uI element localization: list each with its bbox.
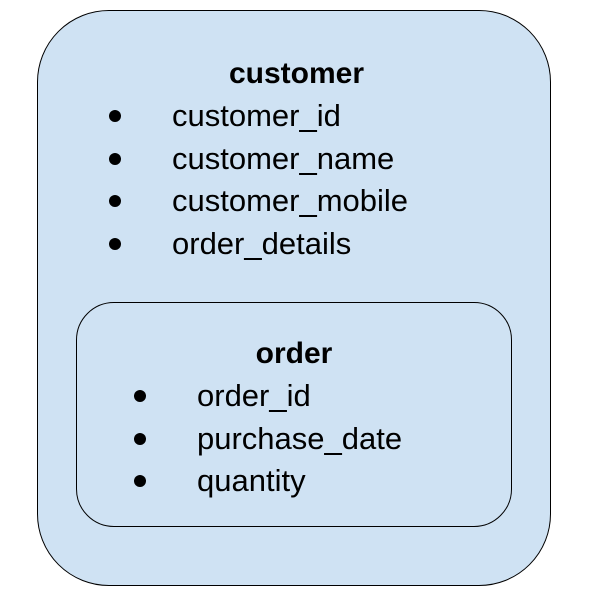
bullet-icon bbox=[109, 110, 121, 122]
customer-field-label: customer_id bbox=[172, 98, 341, 133]
customer-field-item: customer_mobile bbox=[109, 180, 529, 223]
bullet-icon bbox=[109, 195, 121, 207]
customer-field-item: order_details bbox=[109, 223, 529, 266]
order-entity-title: order bbox=[255, 337, 333, 370]
bullet-icon bbox=[134, 432, 146, 445]
order-field-list: order_id purchase_date quantity bbox=[134, 375, 494, 503]
order-entity-box bbox=[76, 302, 512, 527]
bullet-icon bbox=[109, 237, 121, 250]
customer-field-label: order_details bbox=[172, 225, 352, 261]
order-field-label: purchase_date bbox=[197, 420, 403, 456]
customer-field-item: customer_id bbox=[109, 95, 529, 138]
bullet-icon bbox=[109, 152, 121, 165]
customer-field-list: customer_id customer_name customer_mobil… bbox=[109, 95, 529, 265]
customer-field-label: customer_mobile bbox=[172, 183, 409, 218]
customer-field-label: customer_name bbox=[172, 140, 395, 176]
order-field-label: order_id bbox=[197, 378, 311, 413]
order-field-item: purchase_date bbox=[134, 418, 494, 461]
customer-field-item: customer_name bbox=[109, 138, 529, 181]
customer-entity-title: customer bbox=[228, 57, 365, 90]
bullet-icon bbox=[134, 390, 146, 402]
order-field-label: quantity bbox=[197, 463, 306, 498]
order-field-item: quantity bbox=[134, 460, 494, 503]
order-field-item: order_id bbox=[134, 375, 494, 418]
bullet-icon bbox=[134, 475, 146, 487]
